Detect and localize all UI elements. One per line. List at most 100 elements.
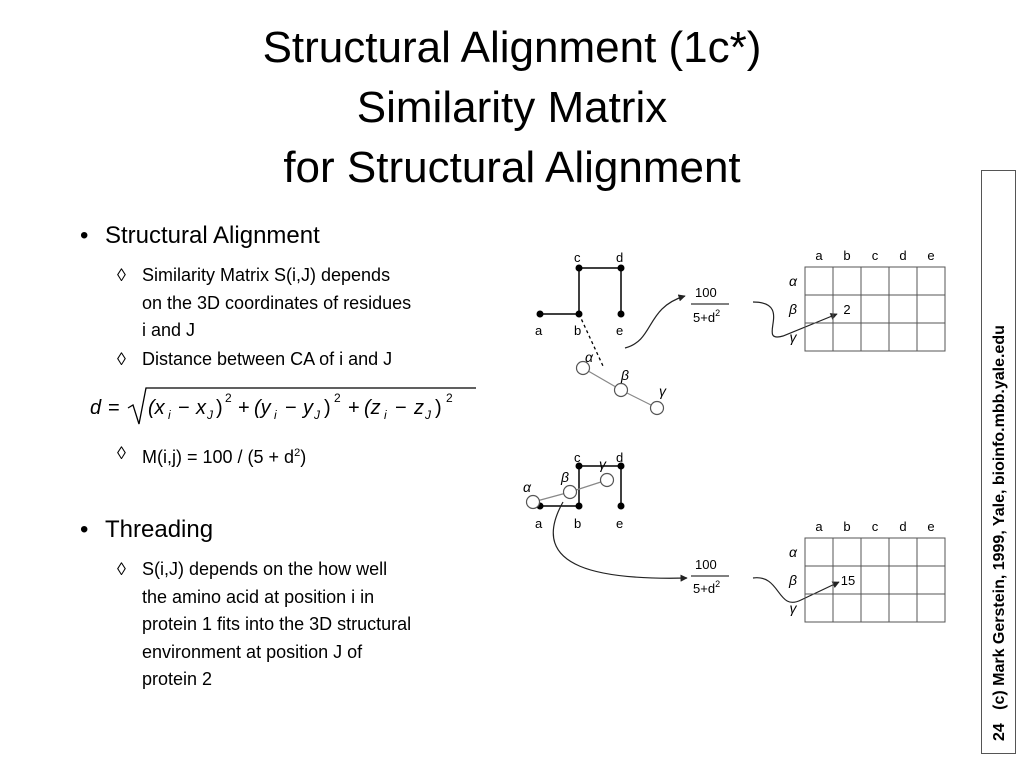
- matrix-col-label: e: [927, 519, 934, 534]
- slide-title: Structural Alignment (1c*) Similarity Ma…: [0, 18, 1024, 198]
- fraction-top: 100 5+d2: [691, 285, 729, 325]
- text-line: Similarity Matrix S(i,J) depends: [142, 265, 391, 285]
- bullet-label: Threading: [105, 516, 214, 543]
- sub-bullet-text: S(i,J) depends on the how well the amino…: [142, 556, 411, 694]
- residue-label: b: [574, 516, 581, 531]
- residue-label: b: [574, 323, 581, 338]
- matrix-row-label: α: [789, 273, 798, 289]
- formula-minus: −: [395, 397, 407, 419]
- matrix-row-label: β: [788, 301, 797, 317]
- bullet-label: Structural Alignment: [105, 222, 320, 249]
- formula-subscript: i: [384, 408, 387, 422]
- fraction-denominator: 5+d2: [693, 308, 720, 325]
- formula-paren: ): [435, 397, 442, 419]
- text-line: S(i,J) depends on the how well: [142, 559, 388, 579]
- text-line: protein 2: [142, 669, 213, 689]
- title-line-1: Structural Alignment (1c*): [262, 23, 762, 72]
- mij-superscript: 2: [294, 447, 301, 459]
- matrix-row-label: β: [788, 572, 797, 588]
- formula-subscript: J: [206, 408, 214, 422]
- credit-line: (c) Mark Gerstein, 1999, Yale, bioinfo.m…: [991, 325, 1008, 710]
- formula-subscript: J: [424, 408, 432, 422]
- residue-label: c: [574, 450, 581, 465]
- matrix-col-label: e: [927, 248, 934, 263]
- title-line-3: for Structural Alignment: [283, 143, 741, 192]
- matrix-col-label: a: [815, 519, 823, 534]
- matrix-col-label: d: [899, 519, 906, 534]
- diamond-marker: ◊: [117, 265, 126, 285]
- formula-plus: +: [348, 397, 360, 419]
- fraction-numerator: 100: [695, 557, 717, 572]
- formula-term: x: [195, 397, 207, 419]
- formula-minus: −: [285, 397, 297, 419]
- page-number: 24: [991, 723, 1008, 741]
- residue-label: d: [616, 450, 623, 465]
- formula-minus: −: [178, 397, 190, 419]
- diamond-marker: ◊: [117, 443, 126, 463]
- formula-term: y: [301, 397, 314, 419]
- sub-bullet-text: Similarity Matrix S(i,J) depends on the …: [142, 262, 411, 345]
- arrow-to-cell: [752, 577, 840, 603]
- matrix-col-label: b: [843, 248, 850, 263]
- formula-subscript: i: [168, 408, 171, 422]
- matrix-col-label: c: [872, 519, 879, 534]
- formula-power: 2: [225, 391, 232, 405]
- title-line-2: Similarity Matrix: [356, 83, 668, 132]
- formula-term: z: [413, 397, 424, 419]
- greek-label: α: [585, 349, 594, 365]
- distance-formula: d = (x i − x J ) 2 + (y i − y J ) 2 + (z…: [90, 387, 476, 425]
- greek-label: γ: [599, 456, 607, 472]
- protein-structure-bottom: a b c d e α β γ: [523, 450, 625, 531]
- arrow-to-formula: [552, 501, 688, 582]
- matrix-col-label: a: [815, 248, 823, 263]
- mij-text: M(i,j) = 100 / (5 + d: [142, 447, 295, 467]
- bullet-marker: •: [80, 222, 89, 249]
- fraction-denominator: 5+d2: [693, 579, 720, 596]
- text-line: the amino acid at position i in: [142, 586, 375, 607]
- alignment-diagram: a b c d e α β γ 100 5+d2 a: [523, 248, 946, 623]
- formula-subscript: J: [313, 408, 321, 422]
- text-line: on the 3D coordinates of residues: [142, 292, 412, 313]
- residue-label: a: [535, 516, 543, 531]
- formula-power: 2: [334, 391, 341, 405]
- similarity-matrix-bottom: a b c d e α β γ 15: [788, 519, 946, 623]
- text-line: protein 1 fits into the 3D structural: [142, 614, 412, 634]
- protein-structure-top: a b c d e α β γ: [535, 250, 667, 416]
- matrix-cell-value: 2: [843, 302, 850, 317]
- fraction-numerator: 100: [695, 285, 717, 300]
- matrix-row-label: γ: [790, 600, 798, 616]
- formula-equals: =: [108, 397, 120, 419]
- formula-term: (y: [254, 397, 272, 419]
- formula-paren: ): [216, 397, 223, 419]
- credit-text: 24 (c) Mark Gerstein, 1999, Yale, bioinf…: [982, 171, 1017, 755]
- similarity-matrix-top: a b c d e α β γ 2: [788, 248, 946, 352]
- text-line: i and J: [142, 320, 196, 340]
- greek-label: γ: [659, 383, 667, 399]
- diamond-marker: ◊: [117, 559, 126, 579]
- formula-d: d: [90, 397, 102, 419]
- residue-label: e: [616, 323, 623, 338]
- formula-subscript: i: [274, 408, 277, 422]
- residue-label: c: [574, 250, 581, 265]
- formula-plus: +: [238, 397, 250, 419]
- text-line: environment at position J of: [142, 641, 363, 662]
- matrix-row-label: α: [789, 544, 798, 560]
- text-line: Distance between CA of i and J: [142, 349, 393, 369]
- formula-term: (x: [148, 397, 166, 419]
- arrow-to-formula: [624, 294, 686, 349]
- arrow-to-cell: [752, 301, 838, 338]
- formula-term: (z: [364, 397, 381, 419]
- bullet-marker: •: [80, 516, 89, 543]
- matrix-col-label: d: [899, 248, 906, 263]
- residue-label: a: [535, 323, 543, 338]
- greek-label: β: [620, 367, 629, 383]
- mij-close: ): [300, 447, 307, 467]
- greek-label: α: [523, 479, 532, 495]
- credit-sidebar: 24 (c) Mark Gerstein, 1999, Yale, bioinf…: [981, 170, 1016, 754]
- residue-label: e: [616, 516, 623, 531]
- matrix-cell-value: 15: [841, 573, 855, 588]
- matrix-col-label: b: [843, 519, 850, 534]
- residue-label: d: [616, 250, 623, 265]
- greek-label: β: [560, 469, 569, 485]
- formula-power: 2: [446, 391, 453, 405]
